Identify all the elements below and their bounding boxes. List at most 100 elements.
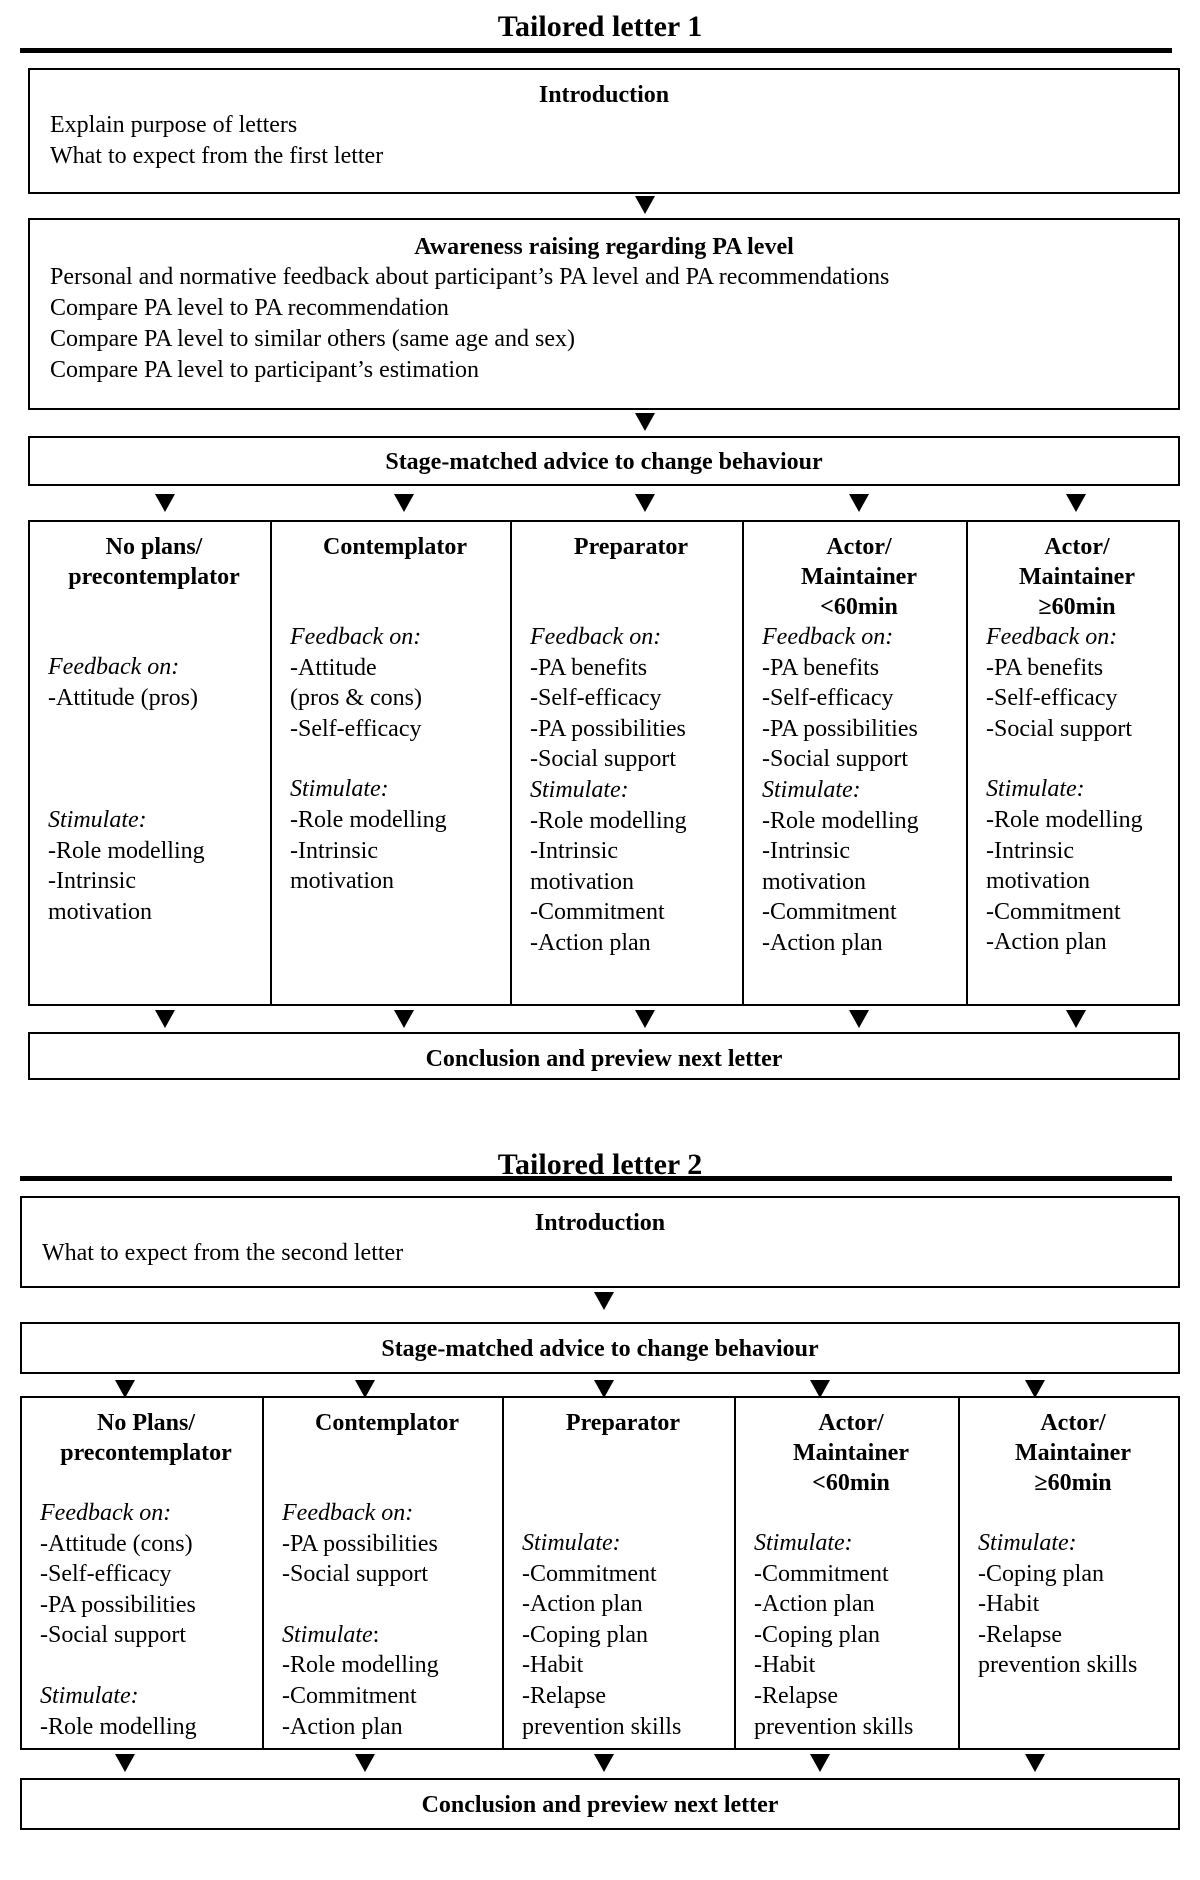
down-arrow <box>635 413 655 431</box>
letter1-awareness-line: Compare PA level to participant’s estima… <box>50 357 480 383</box>
column-heading: Actor/Maintainer<60min <box>793 1410 909 1496</box>
letter1-column-contemplator: Contemplator Feedback on: -Attitude (pro… <box>270 522 510 1004</box>
stimulate-item: motivation <box>290 868 394 895</box>
stimulate-item: -Relapse <box>522 1682 606 1709</box>
stimulate-item: -Intrinsic <box>986 837 1074 864</box>
feedback-item: -Self-efficacy <box>40 1561 172 1588</box>
stimulate-item: -Role modelling <box>290 806 447 833</box>
letter1-awareness-heading: Awareness raising regarding PA level <box>414 234 794 260</box>
stimulate-label: Stimulate: <box>530 776 629 803</box>
stimulate-item: -Commitment <box>282 1682 417 1709</box>
letter2-intro-line: What to expect from the second letter <box>42 1240 404 1266</box>
feedback-label: Feedback on: <box>762 624 894 650</box>
feedback-item: -Social support <box>530 746 676 773</box>
down-arrow <box>810 1380 830 1398</box>
feedback-label: Feedback on: <box>290 624 422 650</box>
stimulate-item: motivation <box>48 898 152 925</box>
down-arrow <box>1066 494 1086 512</box>
down-arrow <box>355 1380 375 1398</box>
stimulate-label: Stimulate: <box>522 1530 621 1556</box>
stimulate-item: -Commitment <box>762 899 897 926</box>
column-heading: Contemplator <box>323 534 467 560</box>
stimulate-item: prevention skills <box>978 1652 1138 1679</box>
letter1-intro-line: What to expect from the first letter <box>50 143 384 169</box>
stimulate-item: -Role modelling <box>40 1713 197 1740</box>
letter1-title-rule <box>20 48 1172 53</box>
down-arrow <box>635 494 655 512</box>
down-arrow <box>1066 1010 1086 1028</box>
letter1-awareness-line: Compare PA level to similar others (same… <box>50 326 575 352</box>
letter2-stage-columns: No Plans/precontemplator Feedback on: -A… <box>20 1396 1180 1750</box>
stimulate-label: Stimulate: <box>290 776 389 803</box>
down-arrow <box>594 1754 614 1772</box>
feedback-label: Feedback on: <box>40 1500 172 1526</box>
feedback-item: -PA benefits <box>762 654 880 681</box>
column-heading: Contemplator <box>315 1410 459 1436</box>
down-arrow <box>1025 1754 1045 1772</box>
feedback-item: -Self-efficacy <box>530 685 662 712</box>
stimulate-item: -Relapse <box>978 1621 1062 1648</box>
feedback-item: -PA benefits <box>986 654 1104 681</box>
letter1-column-actor-60-plus: Actor/Maintainer≥60min Feedback on: -PA … <box>966 522 1178 1004</box>
feedback-item: -Self-efficacy <box>986 685 1118 712</box>
letter1-column-precontemplator: No plans/precontemplator Feedback on: -A… <box>30 522 270 1004</box>
letter2-conclusion-box: Conclusion and preview next letter <box>20 1778 1180 1830</box>
feedback-item: -Social support <box>282 1561 428 1588</box>
down-arrow <box>810 1754 830 1772</box>
down-arrow <box>155 1010 175 1028</box>
feedback-item: (pros & cons) <box>290 685 422 712</box>
stimulate-item: -Action plan <box>522 1591 643 1618</box>
letter2-column-contemplator: Contemplator Feedback on: -PA possibilit… <box>262 1398 502 1748</box>
letter1-intro-line: Explain purpose of letters <box>50 112 298 138</box>
feedback-item: -Social support <box>762 746 908 773</box>
letter2-title-rule <box>20 1176 1172 1181</box>
stimulate-item: -Commitment <box>522 1560 657 1587</box>
stimulate-item: -Commitment <box>986 898 1121 925</box>
feedback-item: -PA benefits <box>530 654 648 681</box>
feedback-item: -PA possibilities <box>282 1530 438 1557</box>
letter1-awareness-line: Compare PA level to PA recommendation <box>50 295 449 321</box>
feedback-item: -Self-efficacy <box>762 685 894 712</box>
stimulate-item: -Role modelling <box>282 1652 439 1679</box>
feedback-item: -Attitude <box>290 654 377 681</box>
column-heading: No Plans/precontemplator <box>60 1410 232 1466</box>
stimulate-item: -Role modelling <box>530 807 687 834</box>
stimulate-label: Stimulate: <box>754 1530 853 1556</box>
stimulate-item: -Intrinsic <box>762 838 850 865</box>
down-arrow <box>155 494 175 512</box>
letter1-awareness-box: Awareness raising regarding PA level Per… <box>28 218 1180 410</box>
feedback-item: -Attitude (cons) <box>40 1530 193 1557</box>
letter2-column-precontemplator: No Plans/precontemplator Feedback on: -A… <box>22 1398 262 1748</box>
column-heading: No plans/precontemplator <box>68 534 240 590</box>
letter1-title: Tailored letter 1 <box>497 10 703 43</box>
stimulate-item: -Intrinsic <box>530 838 618 865</box>
letter2-introduction-box: Introduction What to expect from the sec… <box>20 1196 1180 1288</box>
down-arrow <box>635 196 655 214</box>
stimulate-item: -Habit <box>754 1652 816 1679</box>
letter1-conclusion-box: Conclusion and preview next letter <box>28 1032 1180 1080</box>
column-heading: Actor/Maintainer<60min <box>801 534 917 620</box>
stimulate-item: prevention skills <box>754 1713 914 1740</box>
letter1-introduction-heading: Introduction <box>538 82 670 108</box>
column-heading: Actor/Maintainer≥60min <box>1015 1410 1131 1496</box>
feedback-item: -PA possibilities <box>530 715 686 742</box>
feedback-item: -Self-efficacy <box>290 715 422 742</box>
stimulate-item: motivation <box>530 868 634 895</box>
letter1-awareness-line: Personal and normative feedback about pa… <box>50 264 890 290</box>
stimulate-item: -Intrinsic <box>48 868 136 895</box>
down-arrow <box>394 1010 414 1028</box>
stimulate-item: -Action plan <box>530 929 651 956</box>
down-arrow <box>1025 1380 1045 1398</box>
stimulate-item: -Habit <box>978 1591 1040 1618</box>
stimulate-item: -Commitment <box>530 899 665 926</box>
stimulate-item: motivation <box>762 868 866 895</box>
down-arrow <box>594 1292 614 1310</box>
stimulate-item: -Coping plan <box>978 1560 1104 1587</box>
stimulate-label: Stimulate: <box>48 807 147 834</box>
stimulate-item: -Role modelling <box>48 837 205 864</box>
letter2-column-actor-under-60: Actor/Maintainer<60min Stimulate: -Commi… <box>734 1398 958 1748</box>
down-arrow <box>115 1380 135 1398</box>
down-arrow <box>594 1380 614 1398</box>
down-arrow <box>115 1754 135 1772</box>
stimulate-label: Stimulate: <box>282 1621 380 1648</box>
